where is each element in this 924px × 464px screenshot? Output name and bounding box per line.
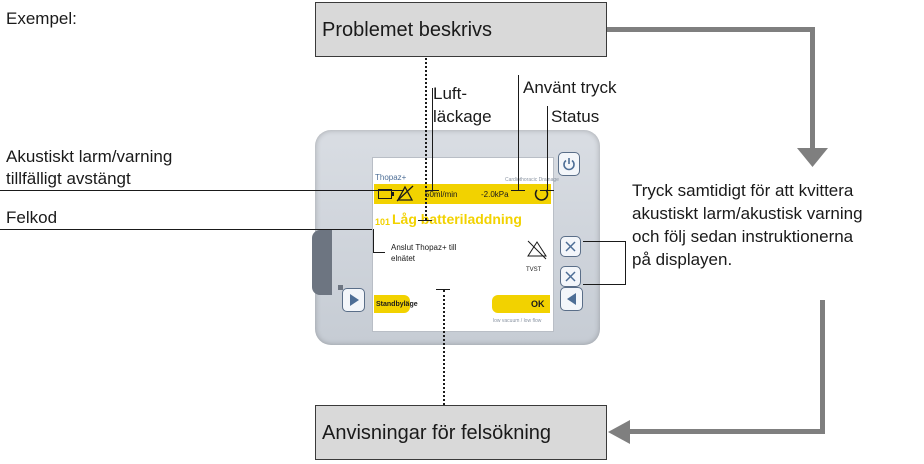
pressure-tick bbox=[511, 190, 525, 191]
instruction-line-2: akustiskt larm/akustisk varning bbox=[632, 204, 863, 223]
power-button[interactable] bbox=[558, 152, 580, 176]
play-icon bbox=[349, 294, 359, 306]
status-label: Status bbox=[551, 107, 600, 126]
air-leak-leader bbox=[432, 88, 433, 190]
flow-arrow-bottom-horizontal bbox=[628, 429, 825, 434]
pressure-value: -2.0kPa bbox=[481, 190, 509, 199]
instruction-line-1: Anslut Thopaz+ till bbox=[391, 243, 457, 252]
alarm-leader bbox=[0, 190, 404, 191]
instruction-bracket-bottom bbox=[583, 284, 626, 285]
instruction-line-1: Tryck samtidigt för att kvittera bbox=[632, 181, 854, 200]
alarm-off-icon bbox=[396, 185, 414, 202]
air-leak-label-line-1: Luft- bbox=[433, 84, 468, 103]
instruction-bracket bbox=[625, 241, 626, 284]
status-tick bbox=[540, 190, 554, 191]
brand-label: Thopaz+ bbox=[375, 173, 407, 182]
air-leak-label-line-2: läckage bbox=[433, 107, 492, 126]
instruction-bracket-top bbox=[583, 241, 626, 242]
standby-label: Standbyläge bbox=[376, 301, 418, 308]
troubleshoot-dotted-connector bbox=[443, 290, 445, 405]
problem-tick bbox=[418, 220, 432, 221]
flow-arrow-bottom-vertical bbox=[820, 300, 825, 434]
alarm-label-line-2: tillfälligt avstängt bbox=[6, 169, 131, 188]
problem-dotted-connector bbox=[425, 58, 427, 220]
status-icon bbox=[534, 189, 549, 201]
arrow-left-icon bbox=[608, 420, 630, 444]
error-code-leader bbox=[0, 229, 372, 230]
error-title: Låg batteriladdning bbox=[392, 211, 522, 227]
standby-key[interactable] bbox=[374, 295, 410, 313]
mute-alarm-button[interactable] bbox=[560, 236, 581, 257]
error-code-leader-end bbox=[373, 252, 385, 253]
air-leak-tick bbox=[425, 190, 439, 191]
device-indicator-dot bbox=[338, 285, 343, 290]
error-code-label: Felkod bbox=[6, 208, 58, 227]
power-icon bbox=[563, 158, 575, 171]
troubleshoot-tick bbox=[436, 289, 450, 290]
footer-label: low vacuum / low flow bbox=[493, 318, 542, 324]
example-label: Exempel: bbox=[6, 9, 77, 28]
error-number: 101 bbox=[375, 217, 391, 227]
flow-arrow-top-horizontal bbox=[607, 27, 815, 32]
alarm-mute-icon bbox=[565, 241, 576, 252]
tvst-label: TVST bbox=[526, 267, 542, 273]
problem-described-box: Problemet beskrivs bbox=[315, 2, 607, 57]
acknowledge-button[interactable] bbox=[560, 266, 581, 287]
pressure-leader bbox=[518, 75, 519, 190]
back-icon bbox=[566, 293, 576, 305]
instruction-line-4: på displayen. bbox=[632, 250, 733, 269]
instruction-line-2: elnätet bbox=[391, 254, 416, 263]
brand-right-label: Cardiothoracic Drainage bbox=[505, 177, 559, 183]
status-bar bbox=[374, 184, 551, 204]
error-code-leader-drop bbox=[373, 229, 374, 253]
play-button[interactable] bbox=[342, 288, 365, 312]
alarm-label-line-1: Akustiskt larm/varning bbox=[6, 147, 173, 166]
battery-icon bbox=[378, 189, 394, 199]
status-leader bbox=[547, 106, 548, 190]
flow-arrow-top-vertical bbox=[810, 27, 815, 152]
bell-cross-icon bbox=[565, 271, 576, 282]
ok-key[interactable] bbox=[492, 295, 550, 313]
canister-alarm-icon bbox=[527, 240, 547, 260]
ok-label: OK bbox=[531, 299, 545, 309]
arrow-down-icon bbox=[797, 148, 828, 167]
back-button[interactable] bbox=[560, 287, 583, 311]
troubleshooting-box: Anvisningar för felsökning bbox=[315, 405, 607, 460]
device-handle bbox=[312, 230, 332, 295]
flow-value: 50ml/min bbox=[425, 190, 458, 199]
instruction-line-3: och följ sedan instruktionerna bbox=[632, 227, 854, 246]
used-pressure-label: Använt tryck bbox=[523, 78, 617, 97]
